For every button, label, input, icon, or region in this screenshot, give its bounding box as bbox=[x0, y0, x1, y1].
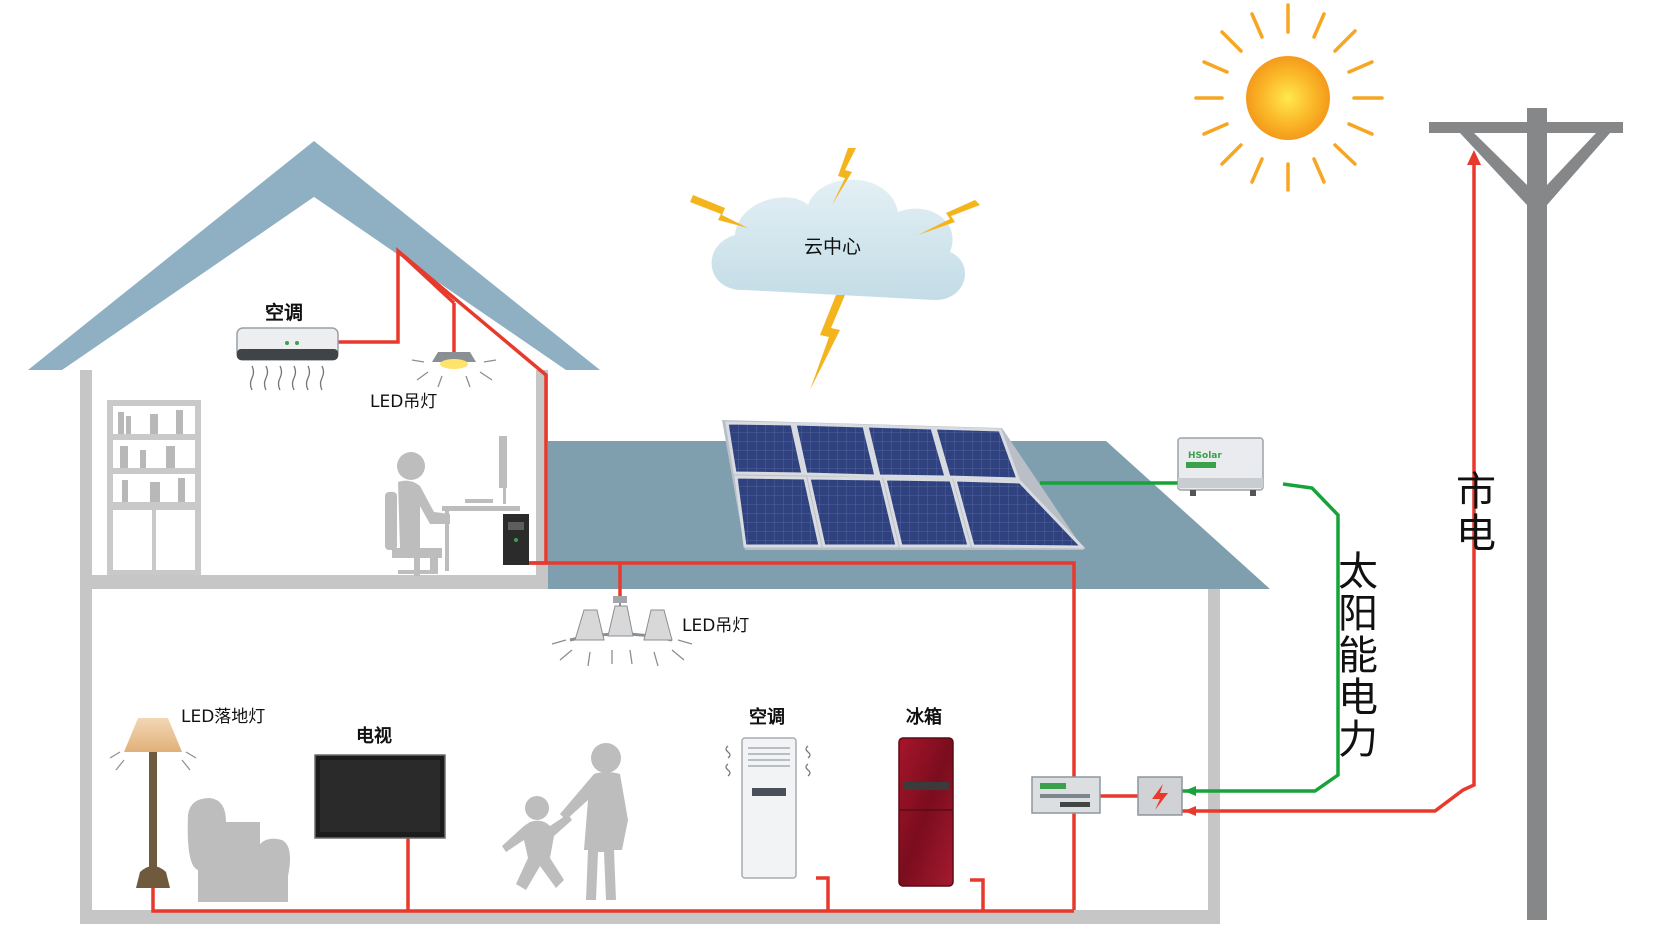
inverter-icon bbox=[1177, 437, 1264, 496]
tv-icon bbox=[314, 754, 446, 839]
red-power-wires bbox=[151, 160, 1476, 913]
label-solar-power: 太阳能电力 bbox=[1331, 550, 1377, 760]
family-icon bbox=[502, 743, 628, 900]
person-at-desk-icon bbox=[385, 436, 520, 576]
label-fridge: 冰箱 bbox=[906, 706, 942, 728]
breaker-icon bbox=[1137, 776, 1183, 816]
label-ac-upstairs: 空调 bbox=[265, 301, 303, 324]
lightning-icon bbox=[690, 148, 980, 390]
air-conditioner-icon bbox=[725, 737, 811, 879]
diagram-labels: 空调 LED吊灯 云中心 LED吊灯 LED落地灯 电视 空调 冰箱 HSola… bbox=[181, 236, 1495, 760]
label-inverter-brand: HSolar bbox=[1188, 451, 1222, 461]
sun-icon bbox=[1194, 3, 1384, 192]
label-cloud-center: 云中心 bbox=[804, 236, 861, 258]
pendant-lamp-icon bbox=[411, 352, 497, 388]
bookshelf-icon bbox=[107, 400, 201, 575]
label-led-floor-lamp: LED落地灯 bbox=[181, 707, 265, 727]
chandelier-icon bbox=[551, 596, 693, 667]
label-tv: 电视 bbox=[356, 725, 392, 747]
grid-arrow-icon bbox=[1184, 150, 1481, 816]
floor-lamp-icon bbox=[109, 718, 197, 888]
label-grid-power: 市电 bbox=[1449, 470, 1495, 554]
indoor-inverter-icon bbox=[1031, 776, 1101, 814]
air-conditioner-icon bbox=[236, 327, 339, 391]
label-ac-downstairs: 空调 bbox=[749, 706, 785, 728]
utility-pole-icon bbox=[1429, 108, 1623, 920]
cloud-icon bbox=[711, 179, 966, 300]
armchair-icon bbox=[187, 798, 290, 902]
green-solar-wire bbox=[1040, 481, 1340, 793]
computer-tower-icon bbox=[503, 514, 529, 565]
fridge-icon bbox=[898, 737, 954, 887]
solar-panel-icon bbox=[722, 420, 1086, 550]
green-arrow-icon bbox=[1184, 786, 1196, 796]
label-led-pendant-downstairs: LED吊灯 bbox=[682, 616, 749, 636]
label-led-pendant-upstairs: LED吊灯 bbox=[370, 392, 437, 412]
